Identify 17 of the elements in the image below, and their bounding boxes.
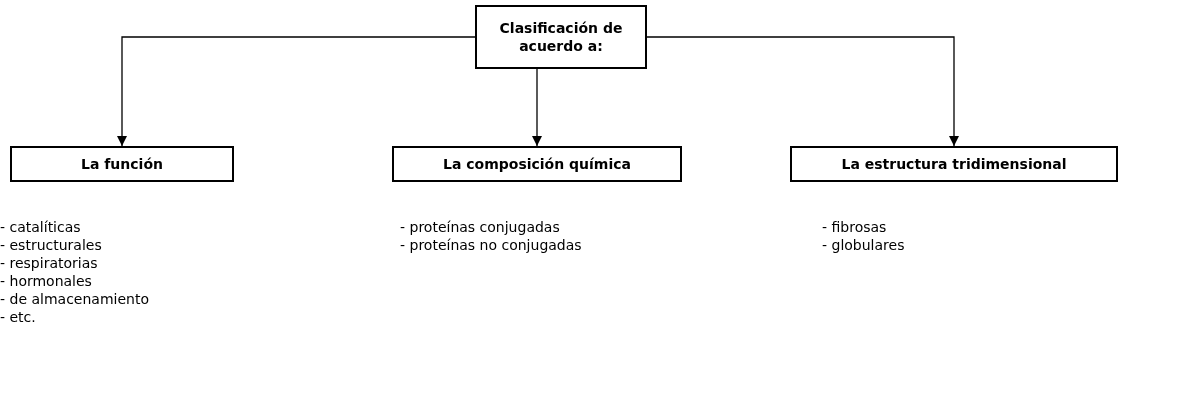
list-item: - estructurales (0, 236, 102, 254)
list-item: - hormonales (0, 272, 92, 290)
list-item: - respiratorias (0, 254, 98, 272)
classification-box: La función (10, 146, 234, 182)
list-item: - proteínas no conjugadas (400, 236, 582, 254)
list-item: - proteínas conjugadas (400, 218, 560, 236)
arrow (117, 36, 476, 147)
classification-box: La composición química (392, 146, 682, 182)
arrow (646, 36, 959, 147)
list-item: - etc. (0, 308, 36, 326)
list-item: - fibrosas (822, 218, 887, 236)
list-item: - globulares (822, 236, 905, 254)
classification-box: La estructura tridimensional (790, 146, 1118, 182)
category-box: Clasificación de acuerdo a: (475, 5, 647, 69)
list-item: - catalíticas (0, 218, 81, 236)
list-item: - de almacenamiento (0, 290, 149, 308)
arrow (532, 68, 542, 147)
